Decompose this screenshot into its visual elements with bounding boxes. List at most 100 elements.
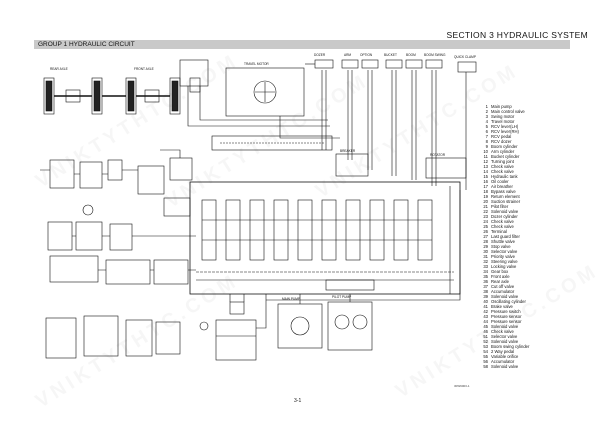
legend-number: 24 xyxy=(483,219,488,224)
label-rear-axle: REAR AXLE xyxy=(50,67,68,71)
legend-number: 5 xyxy=(485,124,488,129)
legend-number: 9 xyxy=(485,144,488,149)
label-travel-motor: TRAVEL MOTOR xyxy=(244,62,269,66)
label-arm: ARM xyxy=(344,53,351,57)
legend-label: Hydraulic tank xyxy=(491,174,518,179)
breaker-block xyxy=(335,153,369,177)
legend-label: Variable orifice xyxy=(491,354,519,359)
legend-label: Boom cylinder xyxy=(491,144,518,149)
legend-number: 25 xyxy=(483,224,488,229)
legend-number: 11 xyxy=(483,154,488,159)
legend-label: Locking valve xyxy=(491,264,517,269)
legend-number: 42 xyxy=(483,309,488,314)
legend-number: 4 xyxy=(485,119,488,124)
label-breaker: BREAKER xyxy=(340,149,356,153)
label-bucket: BUCKET xyxy=(384,53,397,57)
legend-label: Pressure switch xyxy=(491,309,521,314)
legend-label: Brake valve xyxy=(491,304,513,309)
legend-label: Solenoid valve xyxy=(491,324,519,329)
legend-label: Travel motor xyxy=(491,119,515,124)
legend-number: 2 xyxy=(485,109,488,114)
legend-label: Accumulator xyxy=(491,359,515,364)
legend-number: 53 xyxy=(483,344,488,349)
legend-number: 36 xyxy=(483,279,488,284)
legend-label: Solenoid valve xyxy=(491,339,519,344)
legend-number: 41 xyxy=(483,304,488,309)
legend-label: Check valve xyxy=(491,224,514,229)
legend-number: 46 xyxy=(483,329,488,334)
legend-number: 7 xyxy=(485,134,488,139)
legend-number: 45 xyxy=(483,324,488,329)
axle-assembly xyxy=(43,77,181,115)
legend-number: 22 xyxy=(483,209,488,214)
legend-label: Air breather xyxy=(491,184,513,189)
legend-number: 26 xyxy=(483,229,488,234)
legend-label: Steering valve xyxy=(491,259,518,264)
legend-label: RCV lever(RH) xyxy=(491,129,519,134)
legend-label: Cut off valve xyxy=(491,284,515,289)
legend-label: Main pump xyxy=(491,104,512,109)
legend-label: Shuttle valve xyxy=(491,239,515,244)
legend-label: Check valve xyxy=(491,219,514,224)
legend-number: 23 xyxy=(483,214,488,219)
legend-number: 38 xyxy=(483,289,488,294)
actuator-cylinders xyxy=(305,59,477,73)
legend-number: 18 xyxy=(483,189,488,194)
legend-number: 13 xyxy=(483,164,488,169)
section-title: SECTION 3 HYDRAULIC SYSTEM xyxy=(446,30,588,40)
main-control-valve xyxy=(189,181,461,295)
legend-number: 12 xyxy=(483,159,488,164)
legend-number: 51 xyxy=(483,334,488,339)
legend-label: Bypass valve xyxy=(491,189,516,194)
label-boom: BOOM xyxy=(406,53,416,57)
legend-number: 10 xyxy=(483,149,488,154)
legend-label: Selector valve xyxy=(491,334,518,339)
legend-label: Front axle xyxy=(491,274,510,279)
tank-and-filters xyxy=(199,294,267,361)
legend-label: Boom swing cylinder xyxy=(491,344,530,349)
legend-number: 21 xyxy=(483,204,488,209)
legend-label: Oscillating cylinder xyxy=(491,299,526,304)
legend-number: 20 xyxy=(483,199,488,204)
legend-number: 32 xyxy=(483,259,488,264)
legend-number: 28 xyxy=(483,239,488,244)
legend-label: RCV dozer xyxy=(491,139,512,144)
legend-label: 2 Way pedal xyxy=(491,349,515,354)
legend-label: Main control valve xyxy=(491,109,525,114)
legend-label: RCV lever(LH) xyxy=(491,124,519,129)
legend-number: 30 xyxy=(483,249,488,254)
legend-number: 43 xyxy=(483,314,488,319)
label-rotator: ROTATOR xyxy=(430,153,446,157)
legend-number: 52 xyxy=(483,339,488,344)
hydraulic-circuit-diagram: REAR AXLE FRONT AXLE TRAVEL MOTOR DOZER … xyxy=(40,53,477,361)
legend-label: Selector valve xyxy=(491,249,518,254)
legend-number: 33 xyxy=(483,264,488,269)
